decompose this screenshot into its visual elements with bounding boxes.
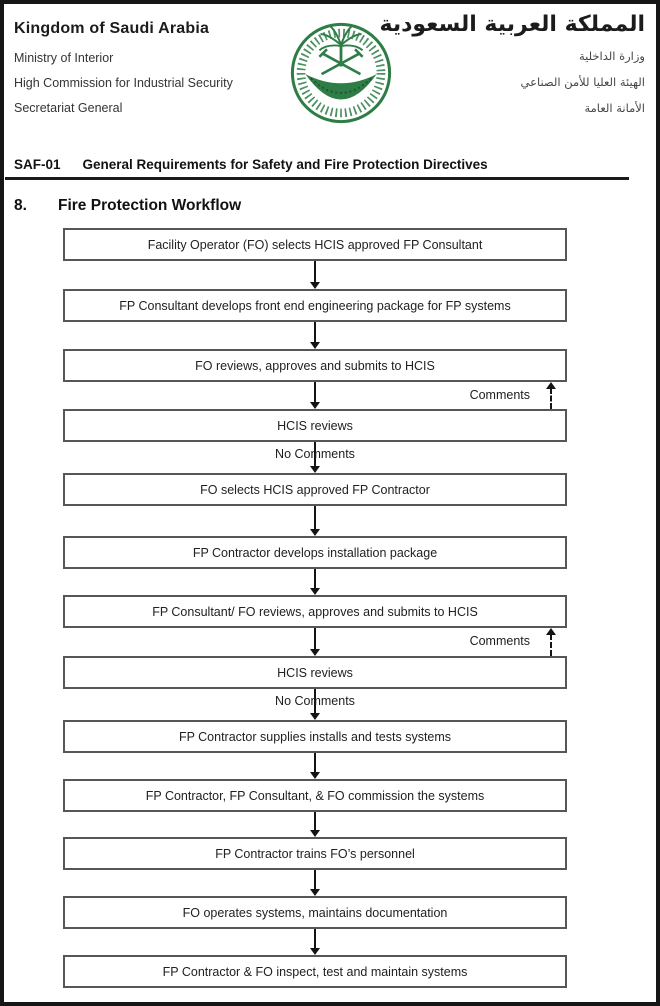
ministry-line: Ministry of Interior — [14, 51, 114, 65]
flow-step: FO selects HCIS approved FP Contractor — [63, 473, 567, 506]
section-title: Fire Protection Workflow — [58, 197, 242, 214]
flow-step-label: FO operates systems, maintains documenta… — [182, 905, 448, 920]
header-arabic: المملكة العربية السعودية وزارة الداخلية … — [379, 12, 645, 127]
comments-label: Comments — [469, 634, 530, 648]
flow-arrow-down — [310, 382, 320, 409]
flow-arrow-down — [310, 506, 320, 536]
commission-line-arabic: الهيئة العليا للأمن الصناعي — [520, 75, 645, 89]
flow-arrow-down — [310, 870, 320, 896]
flow-step-label: FP Contractor trains FO’s personnel — [215, 846, 415, 861]
flow-step: FO operates systems, maintains documenta… — [63, 896, 567, 929]
flow-arrow-down — [310, 442, 320, 473]
doc-header: SAF-01 General Requirements for Safety an… — [14, 157, 488, 172]
flow-step: FO reviews, approves and submits to HCIS — [63, 349, 567, 382]
doc-code: SAF-01 — [14, 157, 61, 172]
no-comments-label: No Comments — [275, 694, 355, 708]
flow-step: FP Contractor supplies installs and test… — [63, 720, 567, 753]
flow-arrow-down — [310, 628, 320, 656]
secretariat-line: Secretariat General — [14, 101, 123, 115]
flow-step: FP Contractor trains FO’s personnel — [63, 837, 567, 870]
flow-step-label: HCIS reviews — [277, 418, 353, 433]
flow-step: Facility Operator (FO) selects HCIS appr… — [63, 228, 567, 261]
feedback-arrow-dashed — [546, 628, 556, 656]
flow-step-label: FO reviews, approves and submits to HCIS — [195, 358, 435, 373]
flow-step: HCIS reviews — [63, 656, 567, 689]
flow-step: FP Consultant/ FO reviews, approves and … — [63, 595, 567, 628]
doc-title: General Requirements for Safety and Fire… — [82, 157, 488, 172]
flow-arrow-down — [310, 322, 320, 349]
ministry-line-arabic: وزارة الداخلية — [578, 49, 645, 63]
flow-step: FP Contractor develops installation pack… — [63, 536, 567, 569]
flow-step: HCIS reviews — [63, 409, 567, 442]
header-rule — [5, 177, 629, 180]
flow-step-label: FP Contractor supplies installs and test… — [178, 729, 452, 744]
flow-arrow-down — [310, 261, 320, 289]
feedback-arrow-dashed — [546, 382, 556, 409]
flow-step: FP Contractor & FO inspect, test and mai… — [63, 955, 567, 988]
secretariat-line-arabic: الأمانة العامة — [584, 101, 645, 115]
flow-step: FP Consultant develops front end enginee… — [63, 289, 567, 322]
flow-step-label: FO selects HCIS approved FP Contractor — [200, 482, 430, 497]
flow-step-label: HCIS reviews — [277, 665, 353, 680]
section-heading: 8. Fire Protection Workflow — [14, 197, 241, 215]
flow-arrow-down — [310, 753, 320, 779]
header-english: Kingdom of Saudi Arabia Ministry of Inte… — [14, 20, 233, 126]
kingdom-title-arabic: المملكة العربية السعودية — [379, 12, 645, 37]
flow-step-label: FP Consultant/ FO reviews, approves and … — [152, 604, 478, 619]
flow-arrow-down — [310, 569, 320, 595]
flow-step-label: FP Consultant develops front end enginee… — [119, 298, 511, 313]
flow-step-label: FP Contractor develops installation pack… — [192, 545, 438, 560]
kingdom-title: Kingdom of Saudi Arabia — [14, 20, 210, 37]
flow-step-label: FP Contractor & FO inspect, test and mai… — [162, 964, 468, 979]
flow-arrow-down — [310, 929, 320, 955]
commission-line: High Commission for Industrial Security — [14, 76, 233, 90]
flow-arrow-down — [310, 689, 320, 720]
comments-label: Comments — [469, 388, 530, 402]
flow-arrow-down — [310, 812, 320, 837]
flow-step-label: Facility Operator (FO) selects HCIS appr… — [147, 237, 483, 252]
flow-step-label: FP Contractor, FP Consultant, & FO commi… — [145, 788, 485, 803]
no-comments-label: No Comments — [275, 447, 355, 461]
moi-emblem-icon — [287, 10, 395, 136]
flow-step: FP Contractor, FP Consultant, & FO commi… — [63, 779, 567, 812]
section-number: 8. — [14, 197, 27, 214]
